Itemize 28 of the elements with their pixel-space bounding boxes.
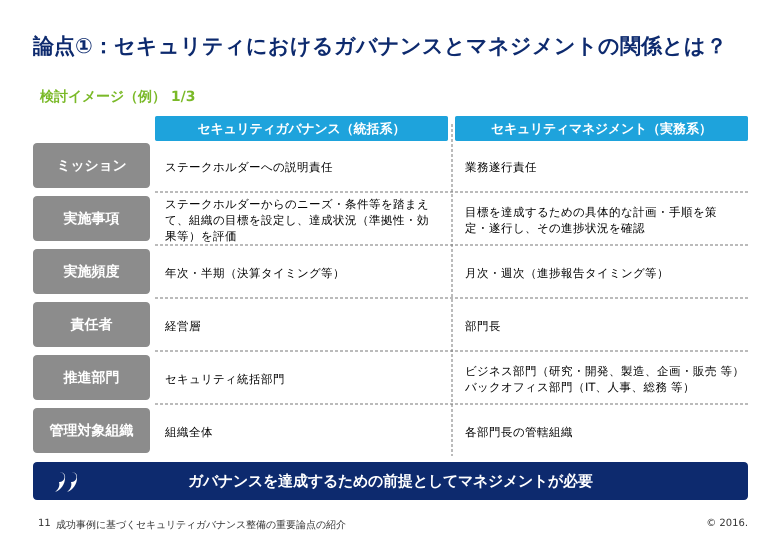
cell-text: ビジネス部門（研究・開発、製造、企画・販売 等）: [465, 362, 745, 378]
page-number: 11: [38, 518, 51, 529]
cell-text: バックオフィス部門（IT、人事、総務 等）: [465, 378, 696, 394]
cell-text: 年次・半期（決算タイミング等）: [165, 264, 345, 280]
footer-text: 成功事例に基づくセキュリティガバナンス整備の重要論点の紹介: [56, 518, 346, 532]
cell-text: ステークホルダーへの説明責任: [165, 158, 333, 174]
cell-text: 組織全体: [165, 424, 213, 440]
cell-text: 月次・週次（進捗報告タイミング等）: [465, 264, 669, 280]
column-header: セキュリティガバナンス（統括系）: [155, 116, 448, 141]
row-header: ミッション: [33, 143, 150, 188]
cell-text: セキュリティ統括部門: [165, 370, 285, 386]
column-header: セキュリティマネジメント（実務系）: [455, 116, 748, 141]
conclusion-banner: [33, 462, 748, 500]
banner-text: ガバナンスを達成するための前提としてマネジメントが必要: [188, 472, 593, 490]
row-header: 実施頻度: [33, 249, 150, 294]
cell-text: 各部門長の管轄組織: [465, 424, 573, 440]
cell-text: 経営層: [165, 318, 201, 334]
row-header: 管理対象組織: [33, 408, 150, 453]
cell-text: 業務遂行責任: [465, 158, 537, 174]
subtitle: 検討イメージ（例） 1/3: [40, 88, 196, 106]
copyright-text: © 2016.: [706, 518, 748, 529]
row-header: 責任者: [33, 302, 150, 347]
row-header: 実施事項: [33, 196, 150, 241]
row-header: 推進部門: [33, 355, 150, 400]
cell-text: 目標を達成するための具体的な計画・手順を策定・遂行し、その進捗状況を確認: [465, 204, 718, 236]
cell-text: 部門長: [465, 318, 501, 334]
cell-text: ステークホルダーからのニーズ・条件等を踏まえて、組織の目標を設定し、達成状況（準拠性・効果等）を評価: [165, 196, 430, 244]
slide-title: 論点①：セキュリティにおけるガバナンスとマネジメントの関係とは？: [33, 33, 727, 60]
